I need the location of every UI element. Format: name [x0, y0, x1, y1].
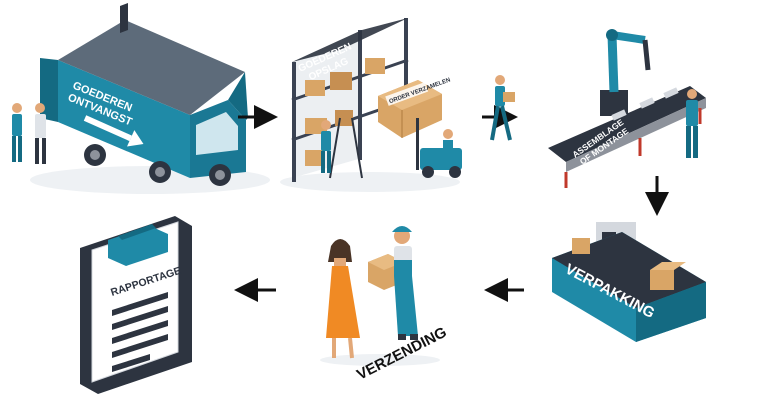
forklift	[416, 118, 462, 178]
worker-carrying-box	[490, 75, 515, 141]
woman-dress	[326, 266, 360, 338]
step-assembly: ASSEMBLAGE OF MONTAGE	[548, 29, 706, 188]
step-goods-storage: GOEDEREN OPSLAG ORDER VERZAMELEN	[280, 18, 462, 192]
step-goods-receiving: GOEDEREN ONTVANGST	[12, 3, 270, 194]
step-reporting: RAPPORTAGE	[80, 216, 192, 394]
step-shipping: VERZENDING	[320, 226, 449, 384]
courier-overalls	[394, 276, 418, 336]
step-packing: VERPAKKING	[552, 222, 706, 342]
truck-arrow-icon	[83, 115, 144, 147]
worker-figure	[12, 103, 22, 162]
truck-cargo-roof	[58, 20, 245, 115]
truck-cargo-side	[58, 60, 190, 178]
worker-figure	[35, 103, 46, 164]
report-lines	[112, 292, 168, 372]
assembly-conveyor	[548, 86, 706, 162]
